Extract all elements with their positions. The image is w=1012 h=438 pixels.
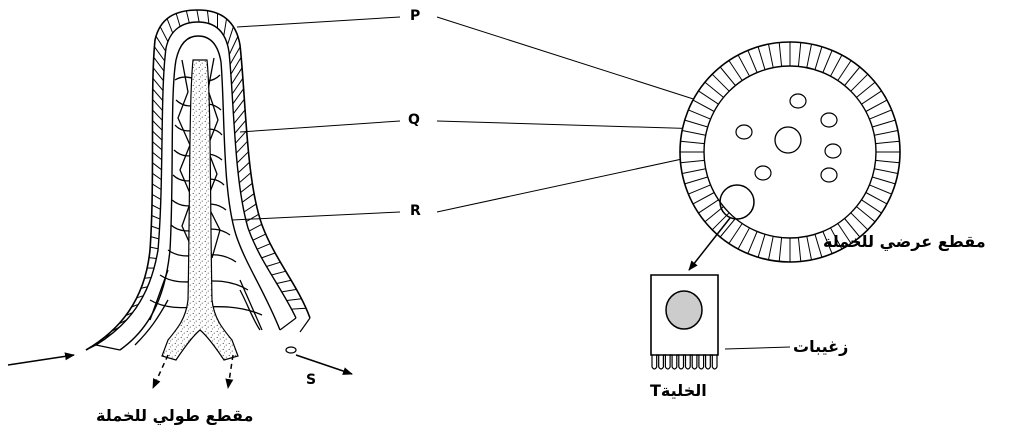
label-q: Q bbox=[408, 112, 420, 128]
cross-section bbox=[679, 41, 901, 271]
label-cross-section: مقطع عرضي للخملة bbox=[823, 232, 986, 251]
label-r: R bbox=[410, 203, 421, 219]
villus-inner-wall bbox=[119, 35, 281, 351]
base-right-vessel bbox=[279, 317, 311, 333]
base-left-vessel bbox=[85, 344, 121, 351]
central-lacteal bbox=[161, 59, 239, 361]
cell-t bbox=[650, 274, 719, 370]
capillary-1 bbox=[789, 93, 807, 109]
capillary-5 bbox=[754, 165, 772, 181]
epithelium-cells bbox=[94, 9, 307, 345]
arrow-in-left bbox=[7, 352, 75, 366]
capillary-3 bbox=[735, 124, 753, 140]
arrow-down-right bbox=[225, 354, 234, 389]
epithelium-outer-edge bbox=[85, 9, 311, 351]
capillary-2 bbox=[820, 112, 838, 128]
vessel-end-right bbox=[285, 346, 297, 354]
arrow-s bbox=[295, 354, 353, 375]
label-cell-t: الخليةT bbox=[650, 381, 707, 400]
capillary-4 bbox=[824, 143, 842, 159]
label-s: S bbox=[306, 372, 317, 388]
central-vessel bbox=[774, 126, 802, 154]
longitudinal-section bbox=[7, 9, 353, 389]
cross-epithelium-cells bbox=[680, 42, 900, 262]
epithelium-inner-edge bbox=[95, 21, 297, 346]
label-p: P bbox=[410, 8, 421, 24]
label-longitudinal-section: مقطع طولي للخملة bbox=[96, 406, 254, 425]
magnified-region bbox=[719, 184, 755, 220]
capillary-6 bbox=[820, 167, 838, 183]
microvilli bbox=[651, 354, 718, 370]
arrow-down-left bbox=[152, 354, 169, 389]
label-microvilli: زغيبات bbox=[793, 337, 849, 356]
cell-t-nucleus bbox=[665, 290, 703, 330]
magnify-arrow bbox=[688, 217, 731, 271]
